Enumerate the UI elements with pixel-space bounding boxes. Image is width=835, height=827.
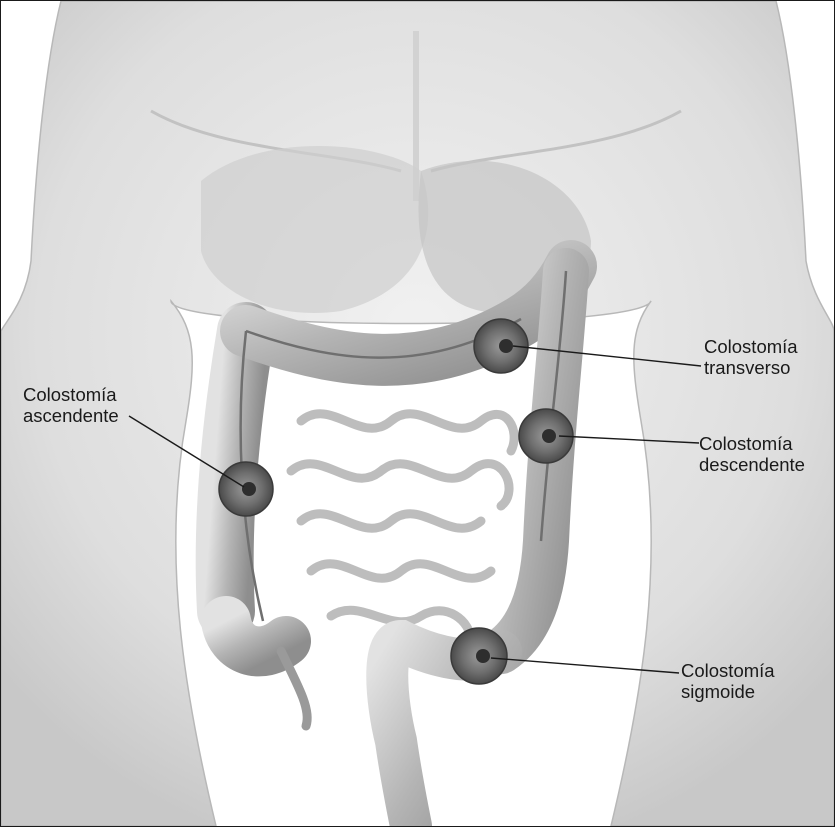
label-line-2: ascendente (23, 405, 119, 426)
label-line-1: Colostomía (23, 384, 119, 405)
small-intestine (291, 414, 514, 641)
label-line-2: transverso (704, 357, 798, 378)
label-line-2: descendente (699, 454, 805, 475)
stoma-ascendente-icon (219, 462, 273, 516)
cecum (226, 621, 286, 651)
label-colostomia-transverso: Colostomía transverso (704, 336, 798, 378)
label-colostomia-sigmoide: Colostomía sigmoide (681, 660, 775, 702)
stoma-sigmoide-icon (451, 628, 507, 684)
label-colostomia-ascendente: Colostomía ascendente (23, 384, 119, 426)
label-line-2: sigmoide (681, 681, 775, 702)
label-line-1: Colostomía (704, 336, 798, 357)
stoma-transverso-icon (474, 319, 528, 373)
label-line-1: Colostomía (699, 433, 805, 454)
label-colostomia-descendente: Colostomía descendente (699, 433, 805, 475)
label-line-1: Colostomía (681, 660, 775, 681)
